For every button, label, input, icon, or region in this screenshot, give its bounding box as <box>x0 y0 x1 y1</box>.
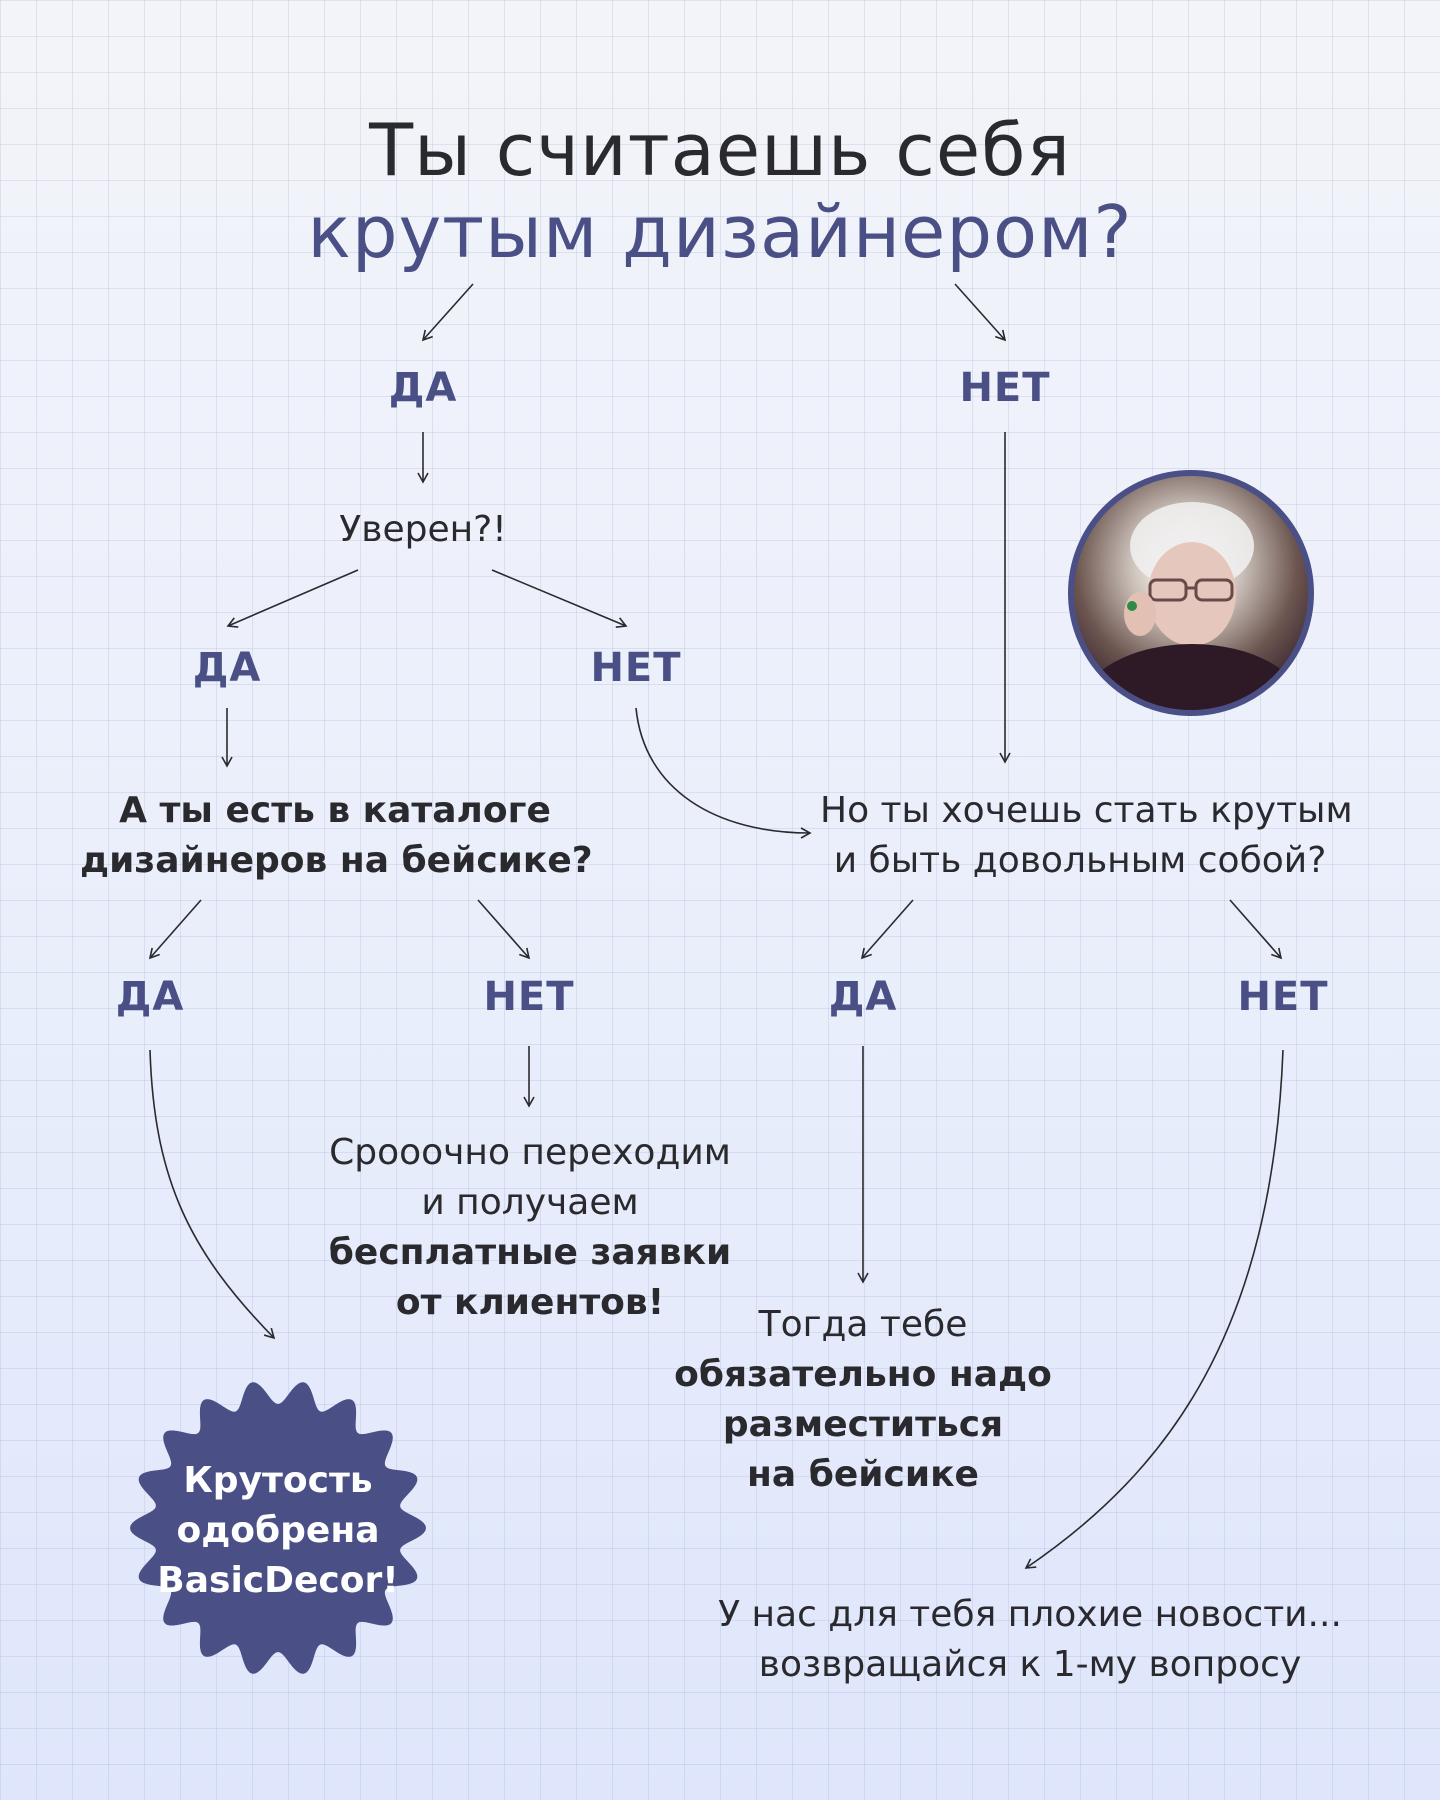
approval-badge: Крутость одобрена BasicDecor! <box>120 1370 436 1686</box>
answer-no-3: НЕТ <box>483 974 575 1020</box>
question-catalog-line-2: дизайнеров на бейсике? <box>80 840 593 881</box>
title-line-1: Ты считаешь себя <box>369 108 1071 192</box>
arrow-da3-to-badge <box>149 1049 276 1340</box>
result-then-you-line-2: обязательно надо <box>674 1354 1052 1395</box>
arrow-catalog-to-da3 <box>148 899 202 960</box>
result-go-now-line-4: от клиентов! <box>395 1282 665 1323</box>
result-go-now: Срооочно переходим и получаем бесплатные… <box>320 1128 740 1328</box>
woman-with-glasses-portrait-icon <box>1068 470 1314 716</box>
question-catalog: А ты есть в каталоге дизайнеров на бейси… <box>80 786 593 886</box>
arrow-want-to-da4 <box>860 899 914 960</box>
result-then-you: Тогда тебе обязательно надо разместиться… <box>663 1300 1063 1500</box>
badge-line-2: одобрена <box>176 1510 380 1551</box>
arrow-sure-to-net2 <box>491 569 628 628</box>
title-line-2: крутым дизайнером? <box>307 190 1133 274</box>
question-catalog-line-1: А ты есть в каталоге <box>119 790 551 831</box>
portrait-illustration <box>1082 502 1302 710</box>
result-go-now-line-2: и получаем <box>421 1182 639 1223</box>
arrow-title-to-net1 <box>954 283 1007 342</box>
answer-yes-3: ДА <box>115 974 185 1020</box>
answer-no-4: НЕТ <box>1237 974 1329 1020</box>
badge-line-3: BasicDecor! <box>157 1560 399 1601</box>
answer-yes-1: ДА <box>388 365 458 411</box>
arrow-net4-to-badnews <box>1024 1049 1284 1569</box>
question-want-line-2: и быть довольным собой? <box>833 840 1327 881</box>
result-bad-news-line-2: возвращайся к 1-му вопросу <box>758 1644 1302 1685</box>
badge-line-1: Крутость <box>183 1460 373 1501</box>
question-want: Но ты хочешь стать крутым и быть довольн… <box>820 786 1353 886</box>
result-then-you-line-4: на бейсике <box>747 1454 979 1495</box>
result-go-now-line-1: Срооочно переходим <box>329 1132 731 1173</box>
result-then-you-line-3: разместиться <box>722 1404 1004 1445</box>
result-bad-news-line-1: У нас для тебя плохие новости... <box>718 1594 1342 1635</box>
question-want-line-1: Но ты хочешь стать крутым <box>820 790 1353 831</box>
result-go-now-line-3: бесплатные заявки <box>328 1232 732 1273</box>
answer-no-1: НЕТ <box>959 365 1051 411</box>
arrow-sure-to-da2 <box>226 569 359 628</box>
result-then-you-line-1: Тогда тебе <box>758 1304 968 1345</box>
badge-scalloped-shape <box>130 1382 426 1674</box>
arrow-want-to-net4 <box>1229 899 1283 960</box>
question-sure: Уверен?! <box>339 509 507 550</box>
answer-no-2: НЕТ <box>590 645 682 691</box>
arrow-title-to-da1 <box>421 283 474 342</box>
answer-yes-4: ДА <box>828 974 898 1020</box>
badge-text: Крутость одобрена BasicDecor! <box>120 1456 436 1606</box>
arrow-net2-to-want <box>635 707 812 839</box>
answer-yes-2: ДА <box>192 645 262 691</box>
arrow-catalog-to-net3 <box>477 899 531 960</box>
result-bad-news: У нас для тебя плохие новости... возвращ… <box>700 1590 1360 1690</box>
